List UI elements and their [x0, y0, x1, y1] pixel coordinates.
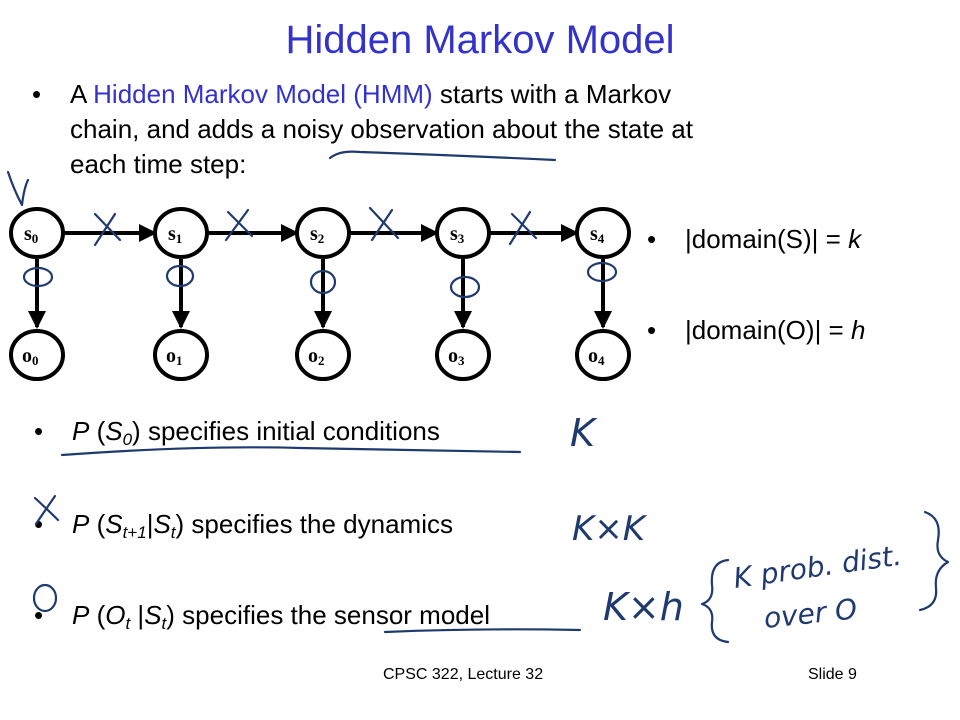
handwritten-note-line-1: K prob. dist.: [731, 539, 903, 595]
handwritten-initial: K: [570, 411, 598, 455]
brace-annotation: [700, 558, 730, 644]
loop-annotation: [449, 275, 481, 299]
bullet-dot: •: [34, 416, 44, 446]
svg-text:s3: s3: [450, 223, 465, 246]
domain-s-bullet: • |domain(S)| = k: [647, 222, 861, 257]
underline-annotation: [383, 628, 582, 634]
state-node: s4: [575, 207, 631, 259]
initial-conditions-bullet: • P (S0) specifies initial conditions: [34, 416, 440, 449]
bullet-dot: •: [647, 224, 657, 254]
loop-annotation: [165, 264, 195, 288]
domain-o-bullet: • |domain(O)| = h: [647, 313, 865, 348]
bullet-dot: •: [32, 79, 42, 109]
svg-text:o2: o2: [308, 345, 325, 368]
underline-annotation: [60, 446, 522, 457]
footer-slide-number: Slide 9: [808, 666, 857, 683]
intro-line-2: chain, and adds a noisy observation abou…: [70, 114, 693, 144]
observation-node: o3: [435, 329, 491, 381]
svg-text:o3: o3: [448, 345, 465, 368]
svg-text:o4: o4: [588, 345, 605, 368]
state-node: s1: [153, 207, 209, 259]
cross-annotation: [93, 212, 122, 247]
intro-line-3: each time step:: [70, 149, 247, 179]
svg-text:s2: s2: [310, 223, 324, 246]
loop-annotation: [586, 261, 618, 283]
handwritten-sensor: K×h: [603, 585, 684, 629]
loop-annotation: [32, 583, 58, 613]
svg-text:s4: s4: [590, 223, 605, 246]
slide-title: Hidden Markov Model: [285, 18, 675, 62]
observation-node: o4: [575, 329, 631, 381]
observation-node: o0: [9, 329, 65, 381]
cross-annotation: [33, 494, 60, 526]
bullet-dot: •: [34, 600, 44, 630]
cross-annotation: [508, 210, 538, 246]
intro-line-1: A Hidden Markov Model (HMM) starts with …: [70, 79, 672, 109]
observation-node: o2: [295, 329, 351, 381]
sensor-model-bullet: • P (Ot |St) specifies the sensor model: [34, 600, 490, 633]
bullet-dot: •: [647, 315, 657, 345]
brace-annotation: [918, 510, 950, 612]
loop-annotation: [309, 269, 337, 295]
footer-course: CPSC 322, Lecture 32: [383, 666, 544, 683]
handwritten-dynamics: K×K: [572, 509, 648, 549]
svg-text:o0: o0: [22, 345, 39, 368]
svg-text:s1: s1: [168, 223, 182, 246]
observation-node: o1: [153, 329, 209, 381]
intro-bullet: • A Hidden Markov Model (HMM) starts wit…: [32, 77, 870, 182]
hmm-term: Hidden Markov Model (HMM): [93, 79, 433, 109]
loop-annotation: [22, 266, 54, 288]
state-node: s0: [9, 207, 65, 259]
svg-text:o1: o1: [166, 345, 183, 368]
handwritten-note-line-2: over O: [762, 592, 858, 635]
state-node: s3: [435, 207, 491, 259]
state-node: s2: [295, 207, 351, 259]
underline-annotation: [328, 150, 557, 162]
cross-annotation: [368, 206, 400, 242]
svg-text:s0: s0: [24, 223, 38, 246]
bullet-dot: •: [34, 509, 44, 539]
check-annotation: [6, 170, 30, 207]
dynamics-bullet: • P (St+1|St) specifies the dynamics: [34, 509, 453, 542]
cross-annotation: [224, 208, 254, 242]
